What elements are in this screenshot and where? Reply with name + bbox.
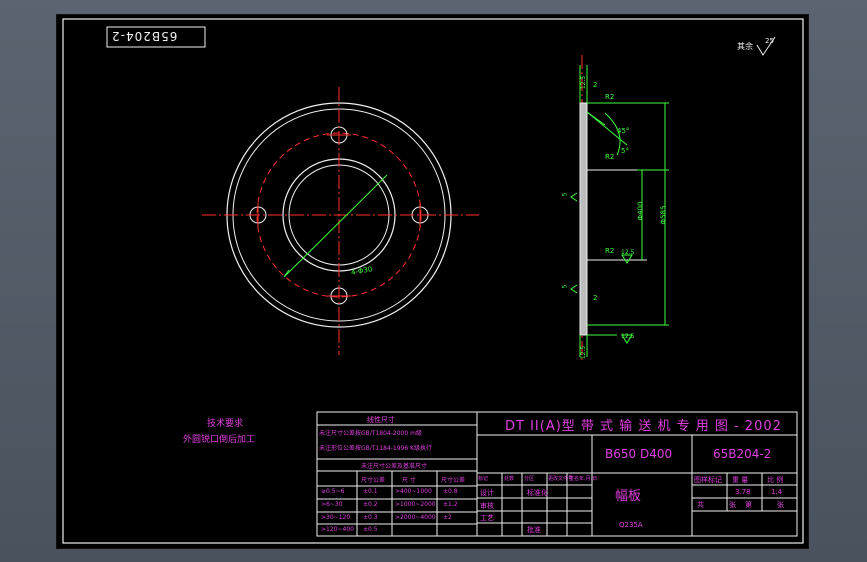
inner-frame — [62, 18, 804, 544]
tol-cell: ≥0.5~6 — [321, 488, 345, 495]
stage-header: 图样标记 — [694, 476, 722, 484]
tol-cell: >2000~4000 — [395, 514, 436, 521]
material-label: Q235A — [619, 521, 643, 529]
dim-roughness-4: 12.5 — [621, 333, 635, 340]
sign-approve: 批准 — [527, 526, 541, 534]
dim-angle-b: 5° — [621, 147, 629, 155]
sign-check: 审核 — [480, 502, 494, 510]
tol-cell: >30~120 — [321, 514, 351, 521]
dim-roughness-3: 12.5 — [621, 249, 635, 256]
dim-radius-top: R2 — [605, 93, 615, 101]
sign-header: 更改文件号 — [548, 476, 574, 482]
dim-angle-a: 45° — [617, 127, 630, 135]
tolerance-col-b: 尺 寸 — [402, 477, 416, 484]
section-view — [570, 36, 776, 360]
roughness-symbol — [756, 36, 776, 56]
sign-header: 分区 — [524, 476, 535, 482]
sign-header: 标记 — [478, 476, 489, 482]
drawing-code-flipped: 65B204-2 — [111, 29, 178, 43]
dim-radius-bottom: R2 — [605, 247, 615, 255]
tol-cell: >400~1000 — [395, 488, 432, 495]
sheet-current: 第 — [745, 501, 752, 509]
part-name: 幅板 — [615, 489, 642, 504]
sign-header: 年.月.日 — [579, 476, 598, 482]
dim-diameter-inner: Φ400 — [636, 201, 645, 221]
dim-thickness-2: 2 — [593, 294, 598, 302]
tol-cell: ±0.2 — [363, 501, 378, 508]
tolerance-col-c: 尺寸公差 — [441, 477, 466, 484]
plate-section — [579, 102, 588, 336]
scale-header: 比 例 — [767, 476, 784, 484]
tech-req-title: 技术要求 — [207, 419, 244, 429]
drawing-sheet: 65B204-2 其余 25 4-Φ30 R2 R2 R2 2 2 45° 5°… — [56, 14, 809, 549]
tol-cell: ±0.8 — [443, 488, 458, 495]
cad-drawing — [62, 18, 804, 544]
tolerance-title: 线性尺寸 — [367, 416, 395, 424]
dim-diameter-outer: Φ585 — [659, 205, 668, 225]
tol-cell: ±1.2 — [443, 501, 458, 508]
sheet-unit-1: 张 — [729, 501, 736, 509]
tol-cell: >6~30 — [321, 501, 343, 508]
sign-header: 处数 — [504, 476, 515, 482]
tol-cell: ±2 — [443, 514, 452, 521]
dim-radius-mid: R2 — [605, 153, 615, 161]
sign-standard: 标准化 — [527, 489, 548, 497]
front-view — [202, 87, 479, 355]
scale-value: 1:4 — [771, 488, 783, 496]
tol-cell: >1000~2000 — [395, 501, 436, 508]
dim-roughness-2: 12.5 — [580, 345, 588, 360]
tolerance-note-2: 未注形位公差按GB/T1184-1996 K级执行 — [319, 445, 432, 452]
title-block — [316, 411, 798, 537]
roughness-note: 其余 — [737, 42, 753, 51]
series-title: DT II(A)型 带 式 输 送 机 专 用 图 - 2002 — [505, 419, 782, 434]
sign-process: 工艺 — [480, 514, 494, 522]
dim-thickness-1: 2 — [593, 81, 598, 89]
tol-cell: >120~400 — [321, 526, 354, 533]
roughness-value: 25 — [765, 37, 774, 45]
tolerance-header: 未注尺寸公差及基准尺寸 — [361, 463, 428, 470]
sheet-unit-2: 张 — [777, 501, 784, 509]
weight-header: 重 量 — [732, 476, 749, 484]
spec-label: B650 D400 — [605, 447, 673, 461]
tech-req-text: 外圆锐口倒后加工 — [183, 435, 256, 445]
sign-header: 签名 — [569, 476, 580, 482]
dim-side-1: 5 — [561, 192, 569, 197]
tolerance-note-1: 未注尺寸公差按GB/T1804-2000 m级 — [319, 430, 422, 437]
sheet-total: 共 — [697, 501, 704, 509]
code-box — [106, 26, 206, 48]
tolerance-col-a: 尺寸公差 — [361, 477, 386, 484]
tol-cell: ±0.5 — [363, 526, 378, 533]
sign-design: 设计 — [480, 489, 494, 497]
dim-side-2: 5 — [561, 284, 569, 289]
tol-cell: ±0.3 — [363, 514, 378, 521]
weight-value: 3.78 — [735, 488, 751, 496]
drawing-code: 65B204-2 — [713, 447, 772, 461]
dim-roughness-1: 12.5 — [580, 75, 588, 90]
tol-cell: ±0.1 — [363, 488, 378, 495]
